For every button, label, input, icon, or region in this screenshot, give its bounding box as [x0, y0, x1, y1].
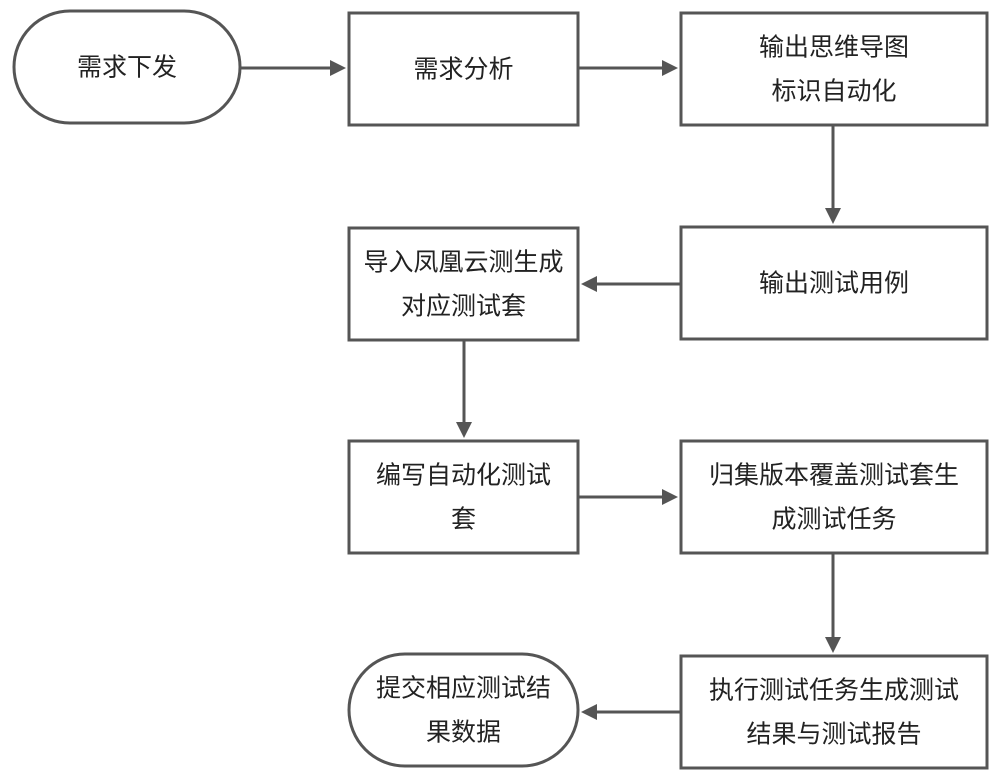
edges-layer	[241, 60, 841, 720]
node-label: 对应测试套	[401, 292, 526, 321]
arrow-mindmap-to-testcases	[825, 126, 841, 224]
process-box	[679, 225, 989, 341]
node-label: 果数据	[426, 718, 501, 747]
process-box	[347, 11, 580, 127]
arrowhead	[662, 489, 678, 505]
arrow-collect-to-execute	[825, 554, 841, 653]
node-label: 标识自动化	[771, 77, 896, 106]
arrowhead	[662, 60, 678, 76]
process-box	[347, 439, 580, 555]
node-label: 提交相应测试结	[376, 674, 551, 703]
arrowhead	[825, 637, 841, 653]
arrowhead	[825, 208, 841, 224]
node-label: 编写自动化测试	[376, 461, 551, 490]
terminal-shape	[12, 9, 242, 125]
arrow-import-to-write	[456, 341, 472, 438]
node-label: 套	[451, 505, 476, 534]
arrowhead	[456, 422, 472, 438]
node-label: 需求下发	[77, 53, 177, 82]
node-label: 执行测试任务生成测试	[709, 676, 959, 705]
node-label: 归集版本覆盖测试套生	[709, 461, 959, 490]
node-testcases: 输出测试用例	[679, 225, 989, 341]
arrowhead	[581, 704, 597, 720]
process-box	[679, 654, 989, 770]
arrowhead	[581, 276, 597, 292]
process-box	[347, 226, 580, 342]
arrow-testcases-to-import	[581, 276, 680, 292]
nodes-layer: 需求下发需求分析输出思维导图标识自动化输出测试用例导入凤凰云测生成对应测试套编写…	[12, 9, 989, 770]
arrow-start-to-analysis	[241, 60, 346, 76]
arrow-execute-to-submit	[581, 704, 680, 720]
arrowhead	[330, 60, 346, 76]
terminal-shape	[347, 652, 580, 768]
node-analysis: 需求分析	[347, 11, 580, 127]
node-label: 需求分析	[413, 55, 513, 84]
node-label: 结果与测试报告	[746, 720, 921, 749]
arrow-write-to-collect	[579, 489, 678, 505]
node-start: 需求下发	[12, 9, 242, 125]
process-box	[679, 439, 989, 555]
node-label: 导入凤凰云测生成	[363, 248, 563, 277]
node-label: 输出测试用例	[759, 269, 909, 298]
arrow-analysis-to-mindmap	[579, 60, 678, 76]
node-label: 输出思维导图	[759, 33, 909, 62]
process-box	[679, 11, 989, 127]
node-label: 成测试任务	[771, 505, 896, 534]
